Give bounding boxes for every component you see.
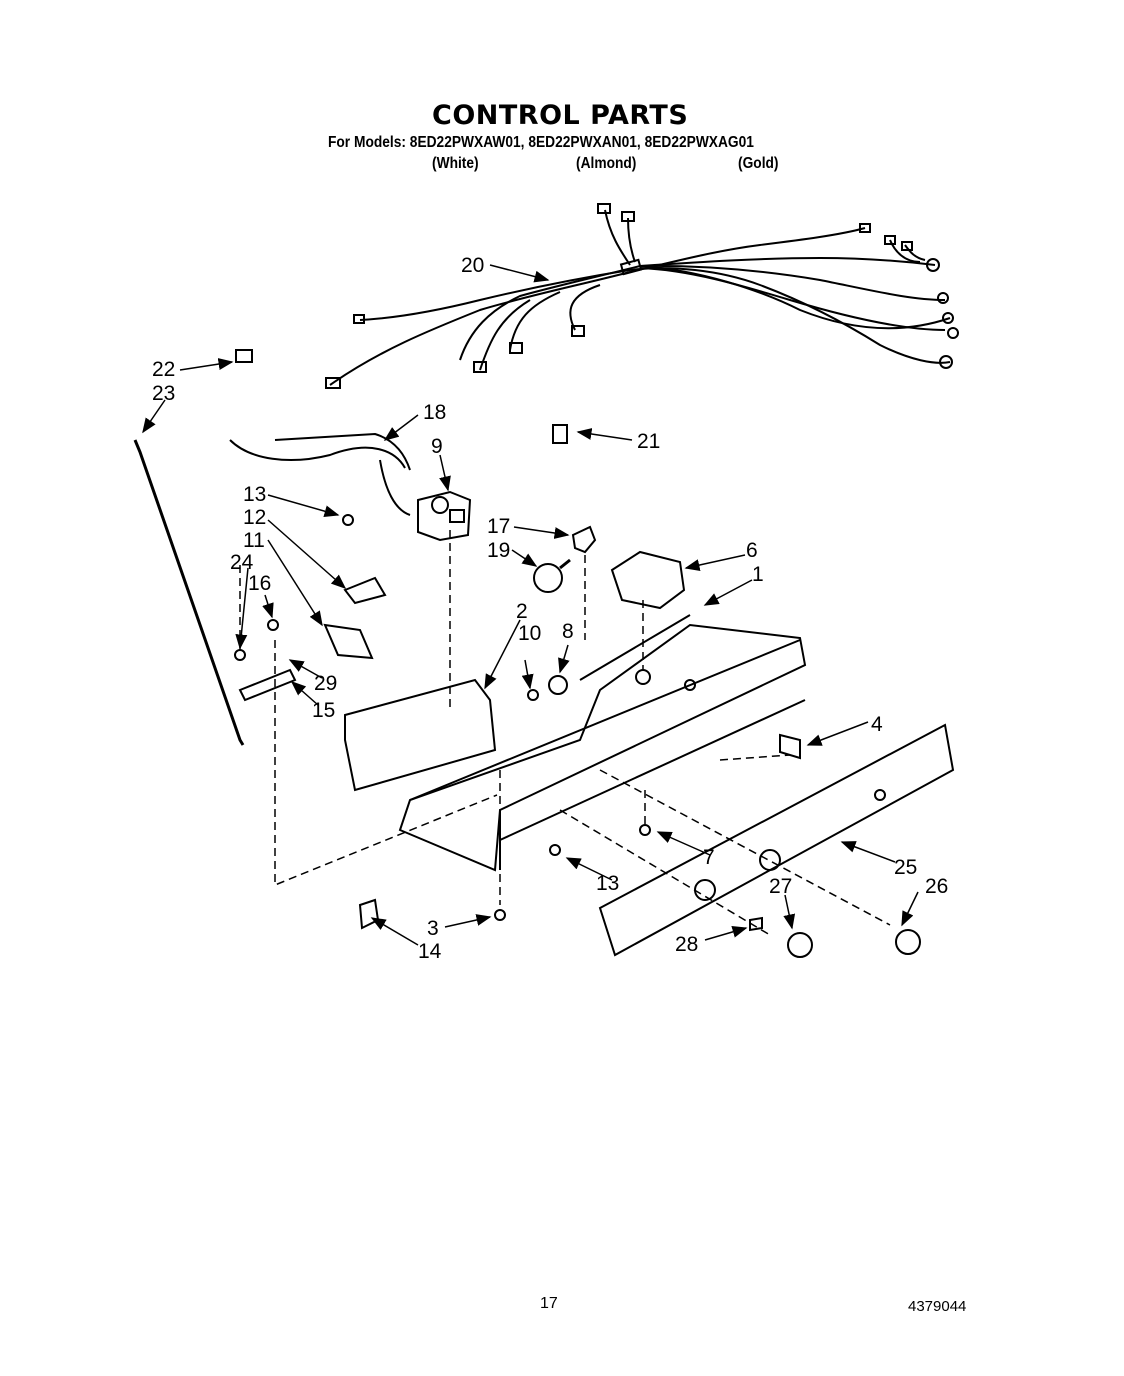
callout-11: 11 (243, 529, 265, 552)
part-16-screw (267, 619, 279, 631)
callout-22: 22 (152, 358, 175, 381)
part-12-clip (343, 576, 387, 605)
callout-23: 23 (152, 382, 175, 405)
callout-16: 16 (248, 572, 271, 595)
part-15-link (238, 668, 297, 702)
wire-harness (325, 203, 959, 389)
callout-20: 20 (461, 254, 484, 277)
callout-27: 27 (769, 875, 792, 898)
color-almond: (Almond) (576, 155, 637, 172)
callout-10: 10 (518, 622, 541, 645)
color-gold: (Gold) (738, 155, 779, 172)
part-3-screw (494, 909, 506, 921)
part-28-clip (749, 916, 763, 932)
callout-13b: 13 (596, 872, 619, 895)
part-26-knob (895, 929, 921, 955)
color-white: (White) (432, 155, 479, 172)
callout-6: 6 (746, 539, 758, 562)
callout-13: 13 (243, 483, 266, 506)
callout-1: 1 (752, 563, 764, 586)
document-number: 4379044 (908, 1298, 967, 1315)
part-14-clip (358, 898, 380, 930)
part-25-plate (598, 723, 955, 957)
callout-21: 21 (637, 430, 660, 453)
callout-12: 12 (243, 506, 266, 529)
callout-19: 19 (487, 539, 510, 562)
part-19-bulb (533, 563, 563, 593)
callout-9: 9 (431, 435, 443, 458)
part-13b-screw (549, 844, 561, 856)
part-8-grommet (548, 675, 568, 695)
callout-15: 15 (312, 699, 335, 722)
page-number: 17 (540, 1295, 558, 1312)
part-6-timer (610, 550, 686, 610)
callout-24: 24 (230, 551, 254, 574)
callout-labels: 20 22 23 18 9 21 13 12 11 24 16 17 19 6 … (152, 254, 948, 963)
part-22-clip (235, 349, 253, 363)
callout-25: 25 (894, 856, 917, 879)
page-title: CONTROL PARTS (432, 100, 689, 131)
part-27-knob (787, 932, 813, 958)
part-24-washer (234, 649, 246, 661)
part-7-screw (639, 824, 651, 836)
callout-2: 2 (516, 600, 528, 623)
part-4-switch (779, 733, 801, 760)
part-18-tube (229, 439, 406, 469)
callout-28: 28 (675, 933, 698, 956)
part-11-damper (323, 623, 374, 660)
part-21-switch (552, 424, 568, 444)
part-17-socket (571, 525, 597, 554)
callout-17: 17 (487, 515, 510, 538)
callout-14: 14 (418, 940, 442, 963)
assembly-lines (239, 530, 891, 936)
callout-7: 7 (703, 846, 715, 869)
callout-arrows (142, 264, 919, 946)
callout-29: 29 (314, 672, 337, 695)
callout-8: 8 (562, 620, 574, 643)
callout-18: 18 (423, 401, 446, 424)
callout-4: 4 (871, 713, 883, 736)
part-9-thermostat (417, 490, 472, 542)
models-line: For Models: 8ED22PWXAW01, 8ED22PWXAN01, … (328, 134, 754, 151)
part-13-screw (342, 514, 354, 526)
callout-26: 26 (925, 875, 948, 898)
callout-3: 3 (427, 917, 439, 940)
part-23-rod (133, 439, 245, 746)
part-10-screw (527, 689, 539, 701)
part-2-bracket (344, 678, 497, 792)
